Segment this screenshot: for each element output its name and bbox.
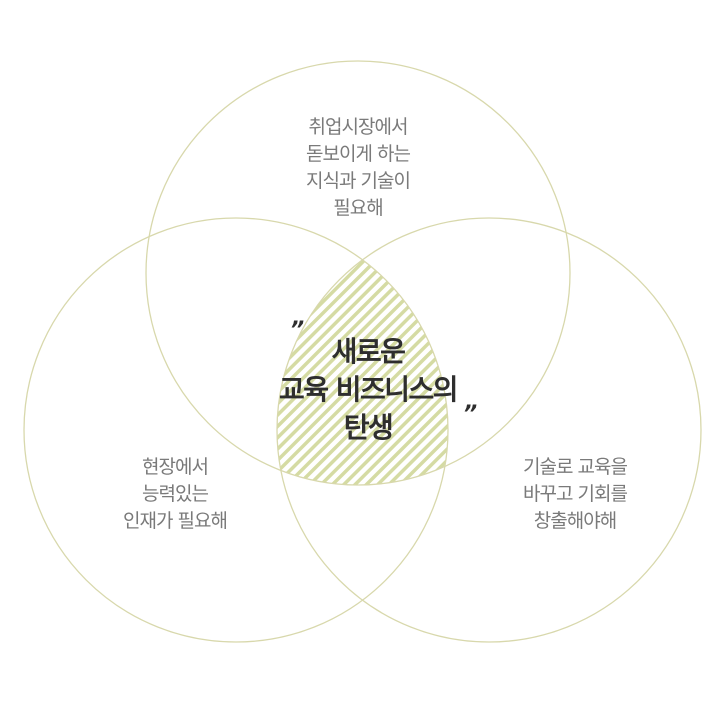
top-label-line: 지식과 기술이 xyxy=(306,170,411,192)
top-label-line: 취업시장에서 xyxy=(308,116,409,138)
open-quote-mark: ” xyxy=(290,318,305,343)
top-label-line: 필요해 xyxy=(333,197,383,219)
right-circle-label: 기술로 교육을 바꾸고 기회를 창출해야해 xyxy=(475,454,675,535)
intersection-hatch xyxy=(277,218,448,485)
center-title: 새로운 교육 비즈니스의 탄생 xyxy=(238,333,498,447)
center-title-line: 새로운 xyxy=(331,335,406,368)
close-quote-mark: ” xyxy=(463,402,478,427)
left-label-line: 능력있는 xyxy=(142,483,209,505)
circle-top xyxy=(145,60,571,486)
right-label-line: 창출해야해 xyxy=(533,510,617,532)
left-label-line: 인재가 필요해 xyxy=(123,510,228,532)
right-label-line: 바꾸고 기회를 xyxy=(523,483,628,505)
circle-right xyxy=(276,217,702,643)
left-label-line: 현장에서 xyxy=(142,456,209,478)
center-title-line: 탄생 xyxy=(343,411,394,444)
right-label-line: 기술로 교육을 xyxy=(523,456,628,478)
left-circle-label: 현장에서 능력있는 인재가 필요해 xyxy=(85,454,265,535)
top-label-line: 돋보이게 하는 xyxy=(306,143,411,165)
center-title-line: 교육 비즈니스의 xyxy=(278,373,459,406)
circle-left xyxy=(23,217,449,643)
top-circle-label: 취업시장에서 돋보이게 하는 지식과 기술이 필요해 xyxy=(258,114,458,222)
